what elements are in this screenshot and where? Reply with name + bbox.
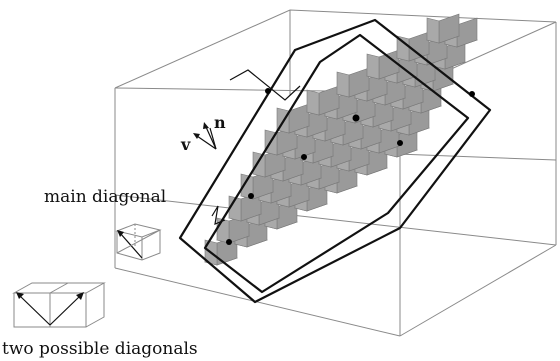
outer-hexagon xyxy=(178,18,492,304)
surface-plate xyxy=(426,17,440,44)
surface-plate xyxy=(216,217,230,244)
vector-v-label: v xyxy=(180,135,191,154)
cube-face-diagonal xyxy=(116,229,161,254)
double-cube-right-front xyxy=(49,292,87,328)
surface-plate xyxy=(456,17,478,48)
vector-n-arrow-second xyxy=(209,127,217,150)
two-possible-diagonals-label: two possible diagonals xyxy=(2,339,198,359)
cube-front-edges xyxy=(116,230,161,261)
marker-dot xyxy=(265,88,271,94)
marker-dot xyxy=(226,239,232,245)
surface-plate xyxy=(336,71,350,98)
cube-top-face xyxy=(115,223,162,238)
vector-v-arrow xyxy=(196,135,217,150)
vector-v-arrowhead xyxy=(193,133,200,139)
box-top-back-edge xyxy=(114,9,557,89)
two-diagonals-cube-icon xyxy=(12,282,106,328)
surface-plate xyxy=(252,151,266,178)
main-diagonal-label: main diagonal xyxy=(44,187,166,207)
left-diagonal-arrowhead xyxy=(16,292,24,299)
marker-dot xyxy=(352,114,360,122)
surface-boundary-top xyxy=(229,69,301,101)
box-bottom-right-edge xyxy=(399,244,557,337)
hexagon-outlines xyxy=(178,18,492,304)
right-diagonal-arrow xyxy=(49,295,81,326)
surface-plate xyxy=(396,35,410,62)
marker-dots xyxy=(226,88,475,245)
double-cube-side xyxy=(85,283,105,328)
double-cube-mid-edge xyxy=(49,282,69,294)
main-diagonal-arrowhead xyxy=(117,230,124,237)
surface-plate xyxy=(306,89,320,116)
normal-and-velocity-vectors: v n xyxy=(180,113,226,154)
box-mid-line xyxy=(114,194,557,246)
marker-dot xyxy=(301,154,307,160)
surface-plate xyxy=(366,53,380,80)
marker-dot xyxy=(469,91,475,97)
marker-dot xyxy=(248,193,254,199)
box-bottom-front-edge xyxy=(114,267,401,337)
inner-hexagon xyxy=(203,33,470,294)
surface-boundary-step xyxy=(211,205,226,225)
stepped-surface xyxy=(203,13,479,266)
vector-n-arrowhead xyxy=(203,122,209,129)
right-diagonal-arrowhead xyxy=(76,292,84,300)
marker-dot xyxy=(397,140,403,146)
main-diagonal-cube-icon xyxy=(115,223,162,261)
vector-n-label: n xyxy=(214,113,226,132)
left-diagonal-arrow xyxy=(19,295,51,326)
